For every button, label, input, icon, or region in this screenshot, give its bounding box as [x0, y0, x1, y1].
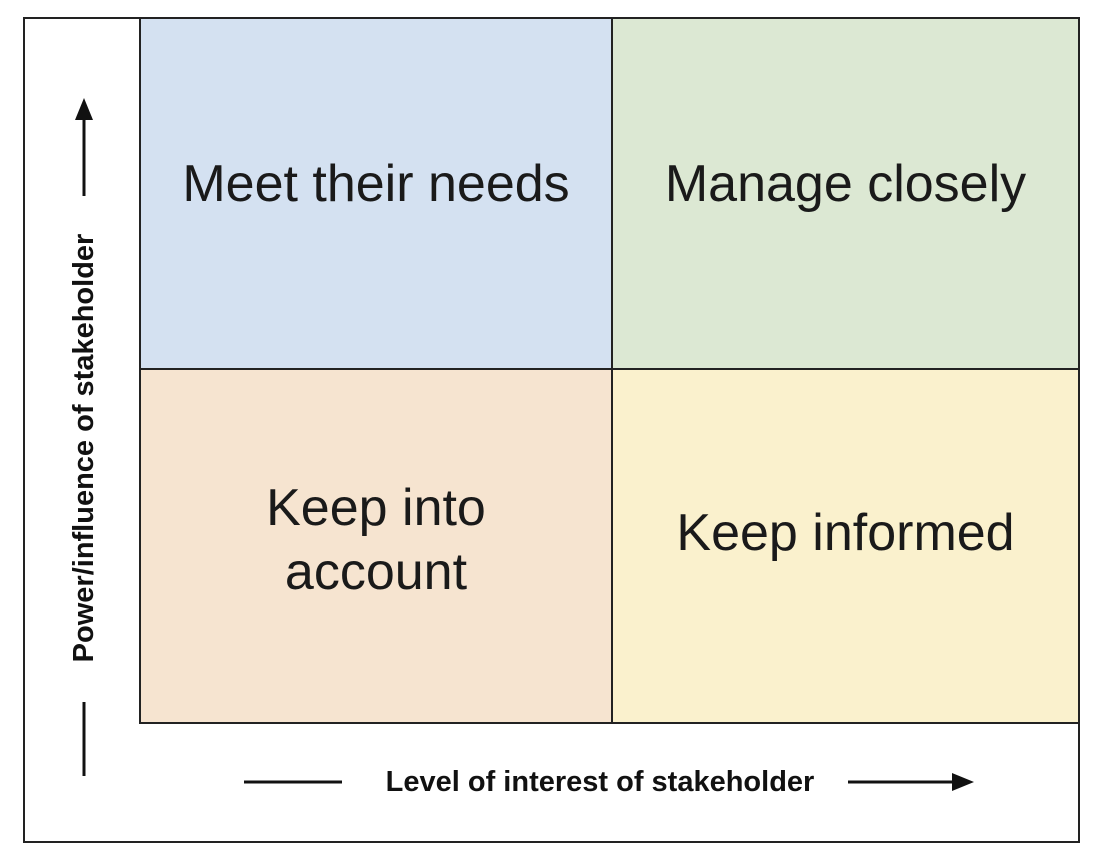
stakeholder-matrix: Meet their needs Manage closely Keep int…: [139, 17, 1080, 724]
quadrant-label-bottom-right: Keep informed: [676, 504, 1015, 562]
x-axis-label: Level of interest of stakeholder: [386, 766, 815, 798]
quadrant-meet-their-needs: Meet their needs: [141, 19, 613, 370]
x-axis: Level of interest of stakeholder: [244, 766, 974, 798]
quadrant-keep-informed: Keep informed: [613, 370, 1078, 722]
y-axis: Power/influence of stakeholder: [68, 98, 100, 776]
x-axis-arrowhead-icon: [952, 773, 974, 791]
y-axis-arrowhead-icon: [75, 98, 93, 120]
quadrant-manage-closely: Manage closely: [613, 19, 1078, 370]
y-axis-label: Power/influence of stakeholder: [68, 234, 100, 663]
quadrant-label-bottom-left: Keep into account: [266, 479, 486, 601]
quadrant-label-top-right: Manage closely: [664, 154, 1027, 213]
quadrant-label-top-left: Meet their needs: [182, 154, 570, 213]
quadrant-keep-into-account: Keep into account: [141, 370, 613, 722]
